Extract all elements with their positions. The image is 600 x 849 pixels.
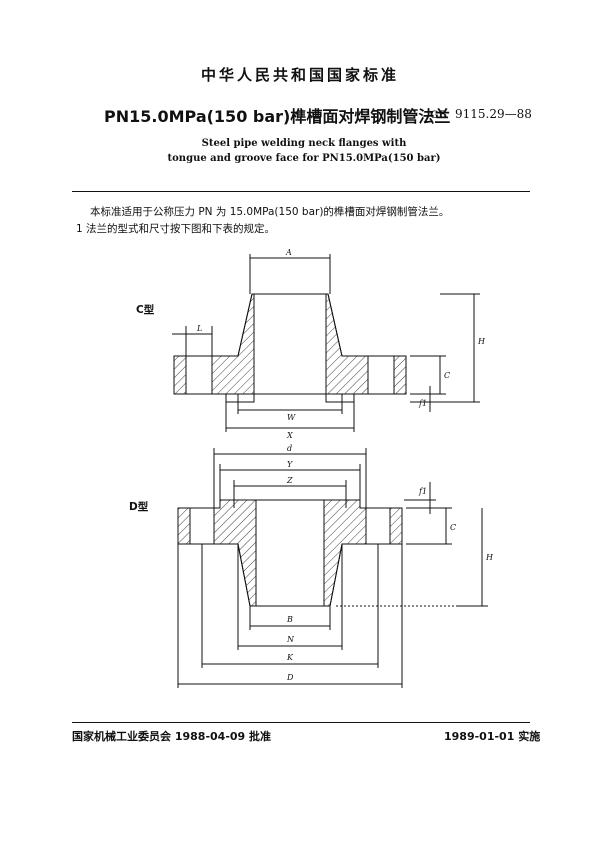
dim-label-K: K [286, 653, 294, 662]
standard-title-english: Steel pipe welding neck flanges with ton… [144, 136, 464, 166]
dim-label-W: W [287, 413, 296, 422]
c-right-rim-hatch [393, 355, 407, 395]
standard-number: GB 9115.29—88 [430, 107, 532, 121]
title-en-line-1: Steel pipe welding neck flanges with [201, 138, 407, 149]
dim-label-H-c: H [477, 337, 486, 346]
dim-label-C-d: C [450, 523, 456, 532]
standard-prefix: GB [430, 110, 447, 121]
dim-label-A: A [285, 248, 292, 257]
issuing-organization: 中华人民共和国国家标准 [200, 66, 399, 84]
dim-label-f1-d: f1 [418, 487, 427, 496]
dim-label-C-c: C [444, 371, 450, 380]
dim-label-Y: Y [287, 460, 293, 469]
dim-label-X: X [286, 431, 293, 440]
dim-label-B: B [286, 615, 293, 624]
dim-label-Z: Z [286, 476, 293, 485]
dim-label-D: D [286, 673, 294, 682]
c-right-hub-hatch [325, 293, 369, 395]
standard-code: 9115.29—88 [455, 107, 532, 121]
type-c-label: C型 [136, 304, 155, 316]
dim-label-f1-c: f1 [418, 399, 427, 408]
d-left-rim-hatch [177, 507, 191, 545]
dim-label-L: L [196, 324, 202, 333]
d-right-hub-hatch [323, 499, 367, 607]
title-en-line-2: tongue and groove face for PN15.0MPa(150… [167, 153, 441, 164]
c-left-rim-hatch [173, 355, 187, 395]
footer-divider [72, 722, 530, 723]
approval-note: 国家机械工业委员会 1988-04-09 批准 [72, 730, 272, 743]
dim-label-N: N [286, 635, 295, 644]
effective-date: 1989-01-01 实施 [444, 730, 541, 743]
scope-paragraph: 本标准适用于公称压力 PN 为 15.0MPa(150 bar)的榫槽面对焊钢制… [90, 206, 450, 218]
dim-label-d: d [287, 444, 292, 453]
d-right-rim-hatch [389, 507, 403, 545]
standard-title-chinese: PN15.0MPa(150 bar)榫槽面对焊钢制管法兰 [104, 107, 451, 126]
d-left-hub-hatch [213, 499, 257, 607]
clause-1: 1 法兰的型式和尺寸按下图和下表的规定。 [76, 223, 276, 235]
c-left-hub-hatch [211, 293, 255, 395]
header-divider [72, 191, 530, 192]
flange-drawing: A L H C f1 W X d Y Z f1 C H B N K D [0, 240, 600, 704]
dim-label-H-d: H [485, 553, 494, 562]
type-d-label: D型 [129, 501, 149, 513]
